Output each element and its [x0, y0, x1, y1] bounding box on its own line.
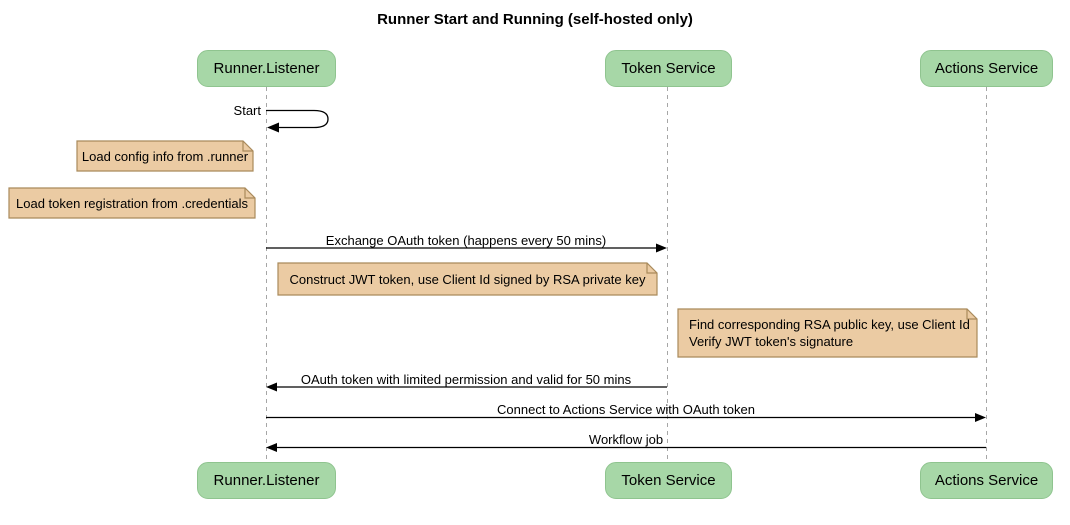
note-verify-line1: Find corresponding RSA public key, use C… [689, 317, 970, 332]
message-label-exchange: Exchange OAuth token (happens every 50 m… [325, 233, 607, 248]
participant-actions-service-bottom: Actions Service [920, 462, 1053, 499]
note-credentials-fold [244, 188, 255, 199]
message-label-workflow: Workflow job [588, 432, 664, 447]
note-config-shape [76, 140, 254, 172]
note-verify-fold [966, 309, 977, 320]
note-jwt: Construct JWT token, use Client Id signe… [289, 271, 646, 287]
connect-arrowhead [975, 413, 986, 422]
note-verify: Find corresponding RSA public key, use C… [678, 309, 977, 357]
note-verify-shape [677, 308, 978, 358]
participant-actions-service-top: Actions Service [920, 50, 1053, 87]
note-jwt-shape [277, 262, 658, 296]
participant-token-service-top: Token Service [605, 50, 732, 87]
workflow-arrowhead [266, 443, 277, 452]
note-verify-line2: Verify JWT token's signature [689, 334, 854, 349]
message-label-start: Start [233, 103, 261, 118]
oauth-return-arrowhead [266, 382, 277, 392]
note-config: Load config info from .runner [81, 148, 249, 164]
exchange-arrowhead [656, 243, 667, 253]
message-label-connect: Connect to Actions Service with OAuth to… [497, 402, 755, 417]
start-self-arrow [266, 109, 329, 129]
participant-runner-listener-top: Runner.Listener [197, 50, 336, 87]
message-label-oauth-return: OAuth token with limited permission and … [300, 372, 632, 387]
note-jwt-fold [646, 263, 657, 274]
diagram-title: Runner Start and Running (self-hosted on… [377, 11, 693, 28]
note-credentials-shape [8, 187, 256, 219]
note-config-fold [242, 141, 253, 152]
participant-token-service-bottom: Token Service [605, 462, 732, 499]
participant-runner-listener-bottom: Runner.Listener [197, 462, 336, 499]
start-self-arrowhead [267, 122, 279, 133]
note-credentials: Load token registration from .credential… [16, 195, 248, 211]
